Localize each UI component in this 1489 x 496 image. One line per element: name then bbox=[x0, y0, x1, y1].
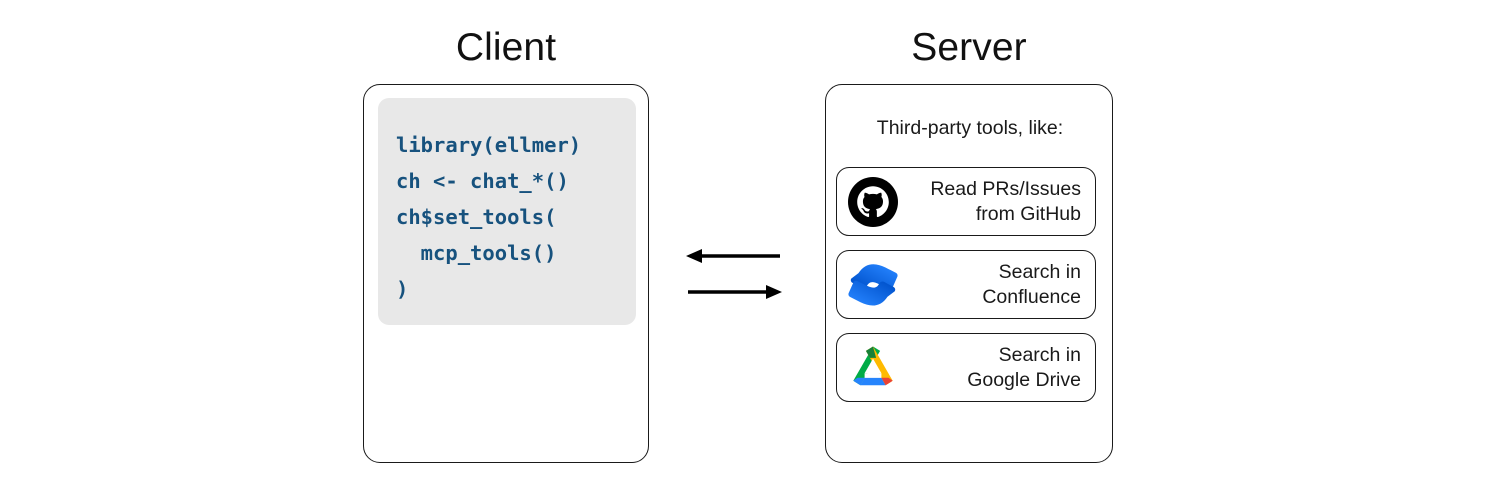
arrow-client-to-server bbox=[688, 285, 782, 299]
code-line: library(ellmer) bbox=[396, 133, 582, 157]
tool-label-line1: Search in bbox=[998, 343, 1081, 366]
server-panel: Third-party tools, like: Read PRs/Issues… bbox=[825, 84, 1113, 463]
third-party-tools-caption: Third-party tools, like: bbox=[876, 117, 1064, 139]
client-panel: library(ellmer) ch <- chat_*() ch$set_to… bbox=[363, 84, 649, 463]
tool-label-line1: Read PRs/Issues bbox=[930, 177, 1081, 200]
tool-card-google-drive-label: Search in Google Drive bbox=[900, 343, 1095, 393]
client-column-title: Client bbox=[455, 26, 557, 69]
tool-card-confluence-label: Search in Confluence bbox=[900, 260, 1095, 310]
code-line: ch$set_tools( bbox=[396, 205, 557, 229]
connector-arrows bbox=[672, 236, 796, 312]
github-icon bbox=[846, 175, 900, 229]
server-column-title: Server bbox=[911, 26, 1027, 69]
code-line: ch <- chat_*() bbox=[396, 169, 569, 193]
tool-label-line2: from GitHub bbox=[975, 202, 1081, 225]
tool-label-line2: Confluence bbox=[982, 285, 1081, 308]
tool-card-github-label: Read PRs/Issues from GitHub bbox=[900, 177, 1095, 227]
tool-label-line2: Google Drive bbox=[967, 368, 1081, 391]
code-block: library(ellmer) ch <- chat_*() ch$set_to… bbox=[378, 98, 636, 325]
tool-list: Read PRs/Issues from GitHub bbox=[836, 167, 1106, 416]
tool-label-line1: Search in bbox=[998, 260, 1081, 283]
arrow-server-to-client bbox=[686, 249, 780, 263]
tool-card-confluence[interactable]: Search in Confluence bbox=[836, 250, 1096, 319]
code-line: ) bbox=[396, 277, 409, 301]
tool-card-github[interactable]: Read PRs/Issues from GitHub bbox=[836, 167, 1096, 236]
google-drive-icon bbox=[846, 341, 900, 395]
code-line: mcp_tools() bbox=[396, 241, 557, 265]
tool-card-google-drive[interactable]: Search in Google Drive bbox=[836, 333, 1096, 402]
confluence-icon bbox=[846, 258, 900, 312]
